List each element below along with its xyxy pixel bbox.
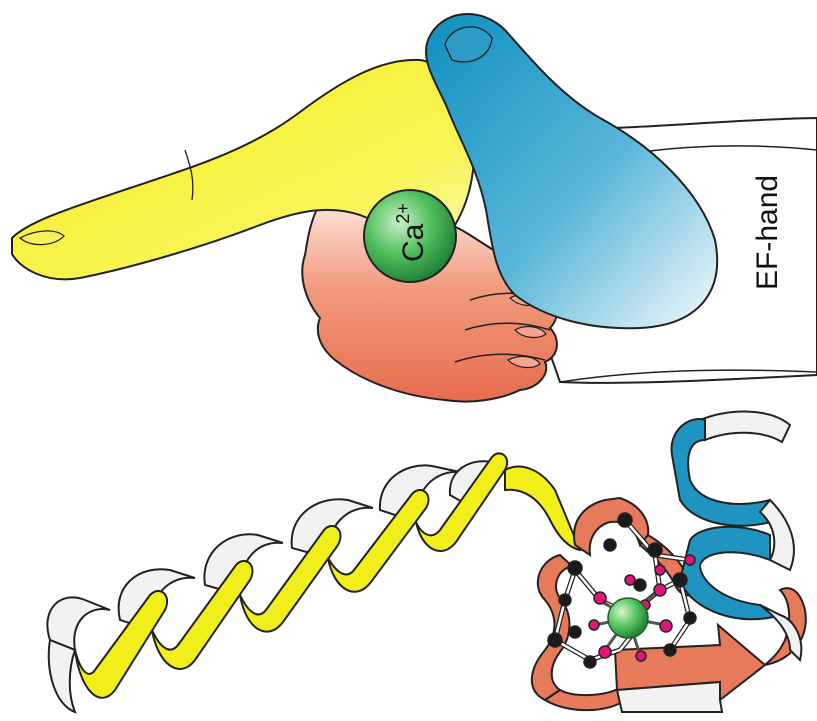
calcium-ion-structure [608, 598, 648, 638]
calcium-charge: 2+ [393, 203, 413, 224]
helix-e [47, 453, 580, 712]
ef-hand-label: EF-hand [751, 175, 784, 290]
protein-structure [47, 412, 805, 712]
hand-illustration: Ca2+ EF-hand [12, 14, 817, 402]
calcium-ion-hand: Ca2+ [364, 190, 456, 282]
calcium-binding-loop [532, 498, 806, 712]
